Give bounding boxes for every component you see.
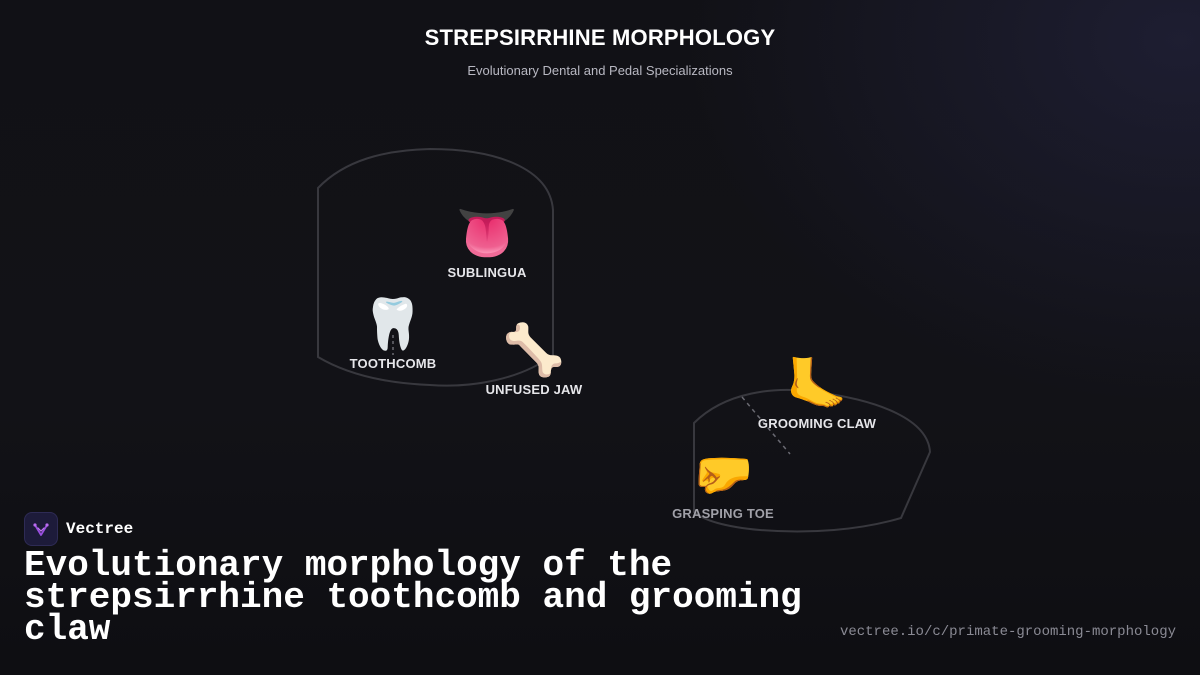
page-title: STREPSIRRHINE MORPHOLOGY	[424, 25, 776, 50]
node-label-toothcomb: TOOTHCOMB	[349, 356, 437, 371]
foot-icon: 🦶	[785, 356, 849, 412]
tongue-icon: 👅	[455, 205, 519, 261]
node-grasping-toe: 🤛 GRASPING TOE	[633, 444, 813, 521]
fist-icon: 🤛	[691, 446, 755, 502]
source-url: vectree.io/c/primate-grooming-morphology	[839, 624, 1176, 640]
tooth-icon: 🦷	[361, 296, 425, 352]
node-toothcomb: 🦷 TOOTHCOMB	[303, 294, 483, 371]
node-label-sublingua: SUBLINGUA	[447, 265, 527, 280]
node-label-grasping-toe: GRASPING TOE	[672, 506, 774, 521]
brand-name: Vectree	[66, 520, 134, 538]
node-label-unfused-jaw: UNFUSED JAW	[485, 382, 583, 397]
vectree-logo-icon	[24, 512, 58, 546]
page-subtitle: Evolutionary Dental and Pedal Specializa…	[467, 63, 733, 78]
bone-icon: 🦴	[502, 322, 566, 378]
foot-outline	[693, 388, 932, 533]
brand: Vectree	[24, 512, 133, 546]
headline: Evolutionary morphology of the strepsirr…	[24, 545, 802, 650]
node-sublingua: 👅 SUBLINGUA	[397, 203, 577, 280]
node-label-grooming-claw: GROOMING CLAW	[757, 416, 877, 431]
skull-outline	[317, 147, 554, 387]
node-grooming-claw: 🦶 GROOMING CLAW	[727, 354, 907, 431]
node-unfused-jaw: 🦴 UNFUSED JAW	[444, 320, 624, 397]
